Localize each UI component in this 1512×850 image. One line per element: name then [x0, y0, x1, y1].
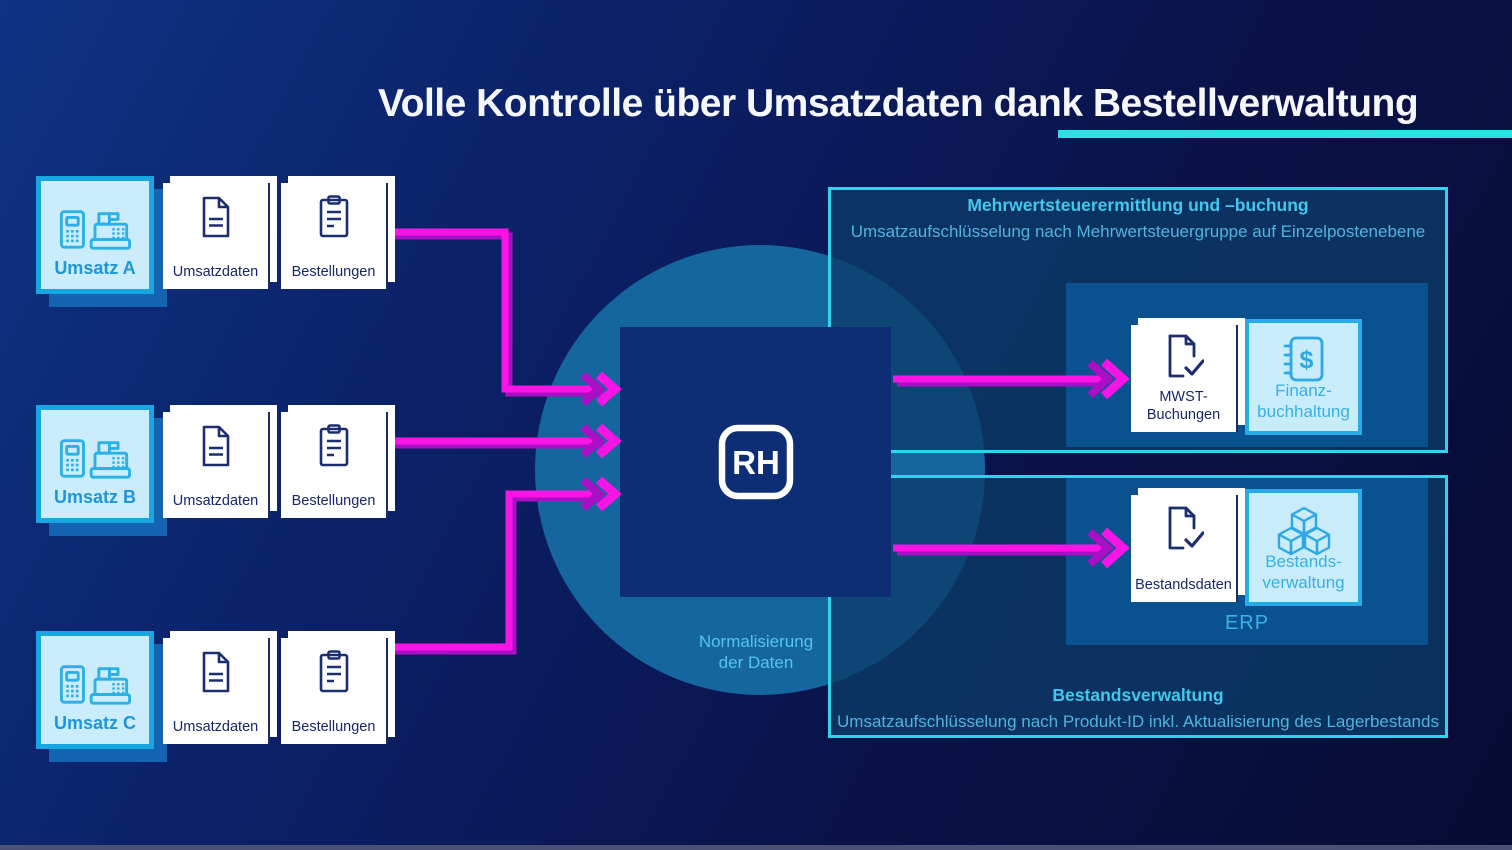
erp-label: ERP — [1224, 612, 1270, 634]
clipboard-icon — [319, 650, 348, 693]
title-underline — [1058, 130, 1512, 138]
bottom-edge-strip — [0, 845, 1512, 850]
mwst-doc-label: MWST-Buchungen — [1146, 388, 1221, 423]
salesdata-box-c: Umsatzdaten — [163, 638, 270, 744]
umsatz-box-a: Umsatz A — [36, 176, 154, 294]
umsatz-box-b: Umsatz B — [36, 405, 154, 523]
salesdata-label: Umsatzdaten — [172, 719, 259, 735]
umsatz-a-label: Umsatz A — [54, 258, 136, 278]
clipboard-icon — [319, 424, 348, 467]
salesdata-box-b: Umsatzdaten — [163, 412, 270, 518]
orders-box-b: Bestellungen — [281, 412, 388, 518]
mwst-doc-box: MWST-Buchungen — [1131, 325, 1238, 432]
ledger-dollar-icon: $ — [1283, 336, 1323, 382]
orders-label: Bestellungen — [291, 264, 376, 280]
orders-box-c: Bestellungen — [281, 638, 388, 744]
clipboard-icon — [319, 195, 348, 238]
document-icon — [202, 196, 229, 238]
rh-logo-icon: RH — [718, 424, 793, 500]
hub-box: RH — [620, 327, 891, 597]
salesdata-label: Umsatzdaten — [172, 493, 259, 509]
umsatz-b-label: Umsatz B — [53, 487, 137, 507]
document-icon — [202, 425, 229, 467]
pos-terminal-cash-register-icon — [59, 665, 131, 705]
pos-terminal-cash-register-icon — [59, 210, 131, 250]
orders-label: Bestellungen — [291, 493, 376, 509]
document-icon — [202, 651, 229, 693]
cubes-icon — [1277, 506, 1330, 556]
pos-terminal-cash-register-icon — [59, 439, 131, 479]
vat-panel-subtitle: Umsatzaufschlüsselung nach Mehrwertsteue… — [850, 222, 1426, 241]
document-check-icon — [1168, 334, 1204, 378]
orders-box-a: Bestellungen — [281, 183, 388, 289]
inventory-app-box: Bestands-verwaltung — [1245, 489, 1362, 606]
finance-app-label: Finanz-buchhaltung — [1257, 381, 1350, 421]
inventory-doc-box: Bestandsdaten — [1131, 495, 1238, 602]
inventory-panel-subtitle: Umsatzaufschlüsselung nach Produkt-ID in… — [837, 712, 1439, 731]
page-title: Volle Kontrolle über Umsatzdaten dank Be… — [378, 82, 1419, 125]
umsatz-c-label: Umsatz C — [53, 713, 137, 733]
inventory-panel-title: Bestandsverwaltung — [1052, 685, 1224, 705]
rh-logo-text: RH — [732, 444, 780, 481]
svg-text:$: $ — [1299, 346, 1313, 374]
inventory-doc-label: Bestandsdaten — [1135, 577, 1232, 593]
finance-app-box: $ Finanz-buchhaltung — [1245, 319, 1362, 435]
salesdata-box-a: Umsatzdaten — [163, 183, 270, 289]
document-check-icon — [1168, 506, 1204, 550]
hub-caption: Normalisierung der Daten — [698, 632, 814, 673]
salesdata-label: Umsatzdaten — [172, 264, 259, 280]
vat-panel-title: Mehrwertsteuerermittlung und –buchung — [967, 195, 1309, 215]
orders-label: Bestellungen — [291, 719, 376, 735]
inventory-app-label: Bestands-verwaltung — [1262, 552, 1345, 592]
umsatz-box-c: Umsatz C — [36, 631, 154, 749]
